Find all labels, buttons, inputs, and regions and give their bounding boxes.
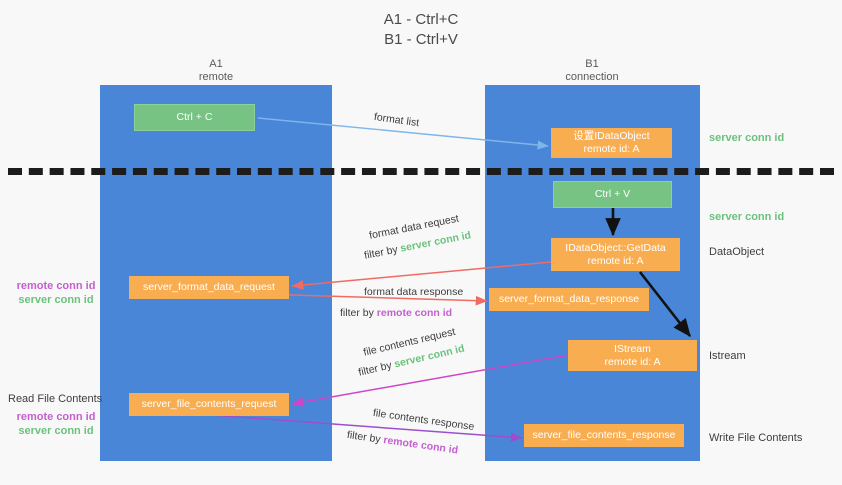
label-server-conn-id-lower: server conn id: [18, 425, 94, 437]
edge-label-format-data-response: format data response: [364, 286, 464, 298]
node-ctrl-c[interactable]: Ctrl + C: [134, 104, 255, 131]
filter-value: remote conn id: [382, 434, 459, 457]
node-ctrl-v-label: Ctrl + V: [594, 188, 631, 200]
node-istream[interactable]: IStream remote id: A: [568, 340, 697, 371]
node-set-idataobject-line1: 设置IDataObject: [573, 130, 650, 142]
node-server-file-contents-response-label: server_file_contents_response: [532, 429, 676, 441]
node-ctrl-c-label: Ctrl + C: [176, 111, 213, 123]
column-a1-sub: remote: [198, 71, 234, 83]
label-dataobject: DataObject: [709, 246, 765, 258]
node-set-idataobject-line2: remote id: A: [583, 143, 640, 155]
node-server-format-data-response-label: server_format_data_response: [498, 293, 640, 305]
filter-prefix: filter by: [363, 242, 402, 262]
label-group-lower-conn-ids: remote conn id server conn id: [10, 410, 102, 438]
node-server-file-contents-response[interactable]: server_file_contents_response: [524, 424, 684, 447]
column-header-b1: B1 connection: [506, 58, 678, 84]
label-istream: Istream: [709, 350, 746, 362]
filter-prefix: filter by: [357, 358, 396, 379]
label-remote-conn-id-lower: remote conn id: [16, 411, 96, 423]
node-set-idataobject[interactable]: 设置IDataObject remote id: A: [551, 128, 672, 158]
edge-format-data-response-filter: filter by remote conn id: [340, 306, 452, 321]
column-b1-sub: connection: [565, 71, 619, 83]
column-a1-name: A1: [209, 58, 223, 70]
label-server-conn-id-mid: server conn id: [709, 211, 785, 223]
node-server-file-contents-request-label: server_file_contents_request: [141, 398, 277, 410]
label-write-file-contents: Write File Contents: [709, 432, 803, 444]
label-read-file-contents: Read File Contents: [8, 393, 103, 405]
label-group-upper-conn-ids: remote conn id server conn id: [10, 279, 102, 307]
column-b1-name: B1: [585, 58, 599, 70]
node-server-format-data-request-label: server_format_data_request: [143, 281, 275, 293]
edge-label-format-list: format list: [373, 110, 420, 130]
node-istream-line1: IStream: [614, 342, 651, 355]
node-server-format-data-request[interactable]: server_format_data_request: [129, 276, 289, 299]
filter-value: remote conn id: [376, 307, 453, 319]
label-remote-conn-id-upper: remote conn id: [16, 280, 96, 292]
node-getdata-line1: IDataObject::GetData: [565, 241, 666, 254]
node-idataobject-getdata[interactable]: IDataObject::GetData remote id: A: [551, 238, 680, 271]
node-server-format-data-response[interactable]: server_format_data_response: [489, 288, 649, 311]
node-ctrl-v[interactable]: Ctrl + V: [553, 181, 672, 208]
column-header-a1: A1 remote: [130, 58, 302, 84]
node-getdata-line2: remote id: A: [587, 254, 644, 267]
title-line-1: A1 - Ctrl+C: [383, 11, 459, 28]
filter-prefix: filter by: [346, 428, 385, 446]
filter-prefix: filter by: [340, 307, 377, 319]
node-istream-line2: remote id: A: [604, 355, 661, 368]
edge-file-contents-response-filter: filter by remote conn id: [346, 428, 459, 458]
node-server-file-contents-request[interactable]: server_file_contents_request: [129, 393, 289, 416]
dashed-divider: [8, 168, 834, 175]
page-title: A1 - Ctrl+C B1 - Ctrl+V: [0, 10, 842, 50]
label-server-conn-id-top: server conn id: [709, 132, 785, 144]
label-server-conn-id-upper: server conn id: [18, 294, 94, 306]
edge-label-file-contents-response: file contents response: [372, 406, 476, 434]
title-line-2: B1 - Ctrl+V: [384, 31, 458, 48]
